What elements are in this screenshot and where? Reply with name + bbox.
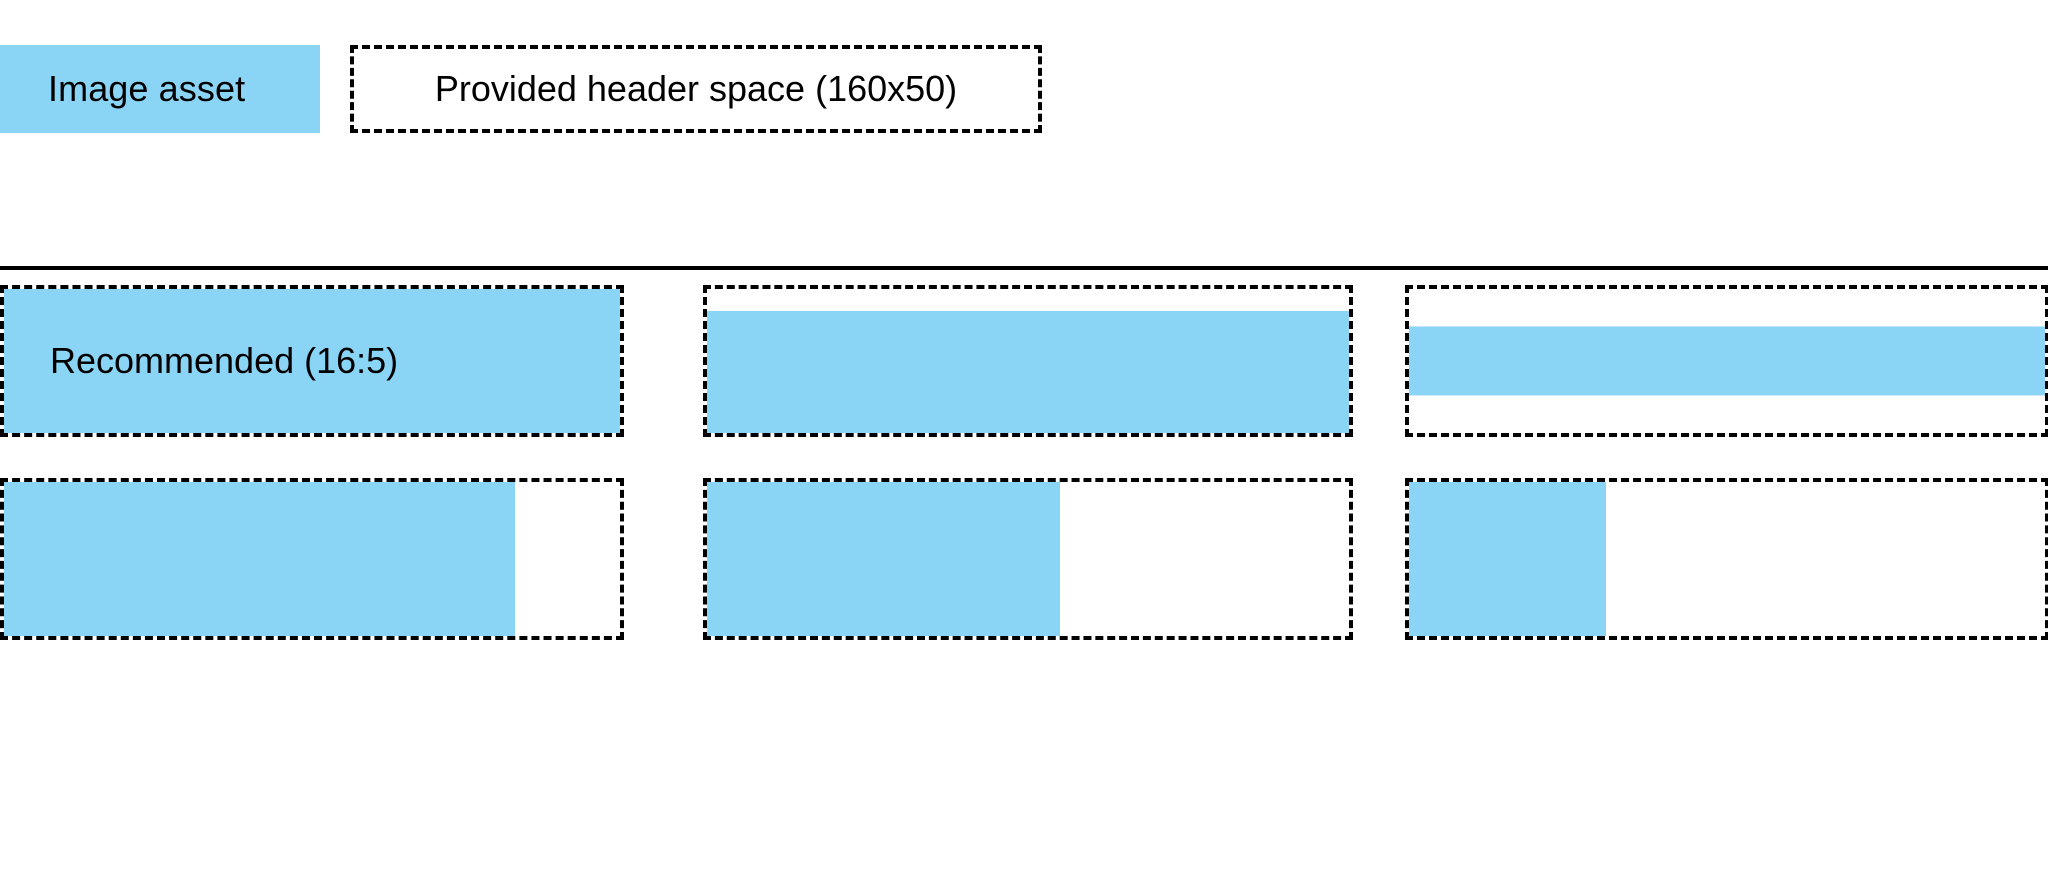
cell-short-band-fill xyxy=(1405,285,2048,437)
image-asset-fill xyxy=(4,482,516,636)
cell-recommended-16-5: Recommended (16:5) xyxy=(0,285,624,437)
image-asset-fill xyxy=(1409,482,1607,636)
column-gap-2 xyxy=(1353,285,1405,437)
recommended-ratio-label: Recommended (16:5) xyxy=(50,340,399,381)
image-asset-fill xyxy=(4,289,620,433)
legend-provided-header-space-frame: Provided header space (160x50) xyxy=(350,45,1042,133)
aspect-ratio-row-2 xyxy=(0,478,2048,640)
image-asset-fill xyxy=(707,482,1061,636)
legend-row: Image asset Provided header space (160x5… xyxy=(0,45,1042,133)
image-asset-fill xyxy=(707,310,1349,433)
section-divider xyxy=(0,266,2048,270)
legend-image-asset-swatch: Image asset xyxy=(0,45,320,133)
column-gap-1 xyxy=(624,285,703,437)
column-gap-2 xyxy=(1353,478,1405,640)
image-asset-fill xyxy=(1409,326,2045,396)
cell-wide-inset-fill xyxy=(703,285,1353,437)
legend-image-asset-label: Image asset xyxy=(48,68,246,109)
cell-partial-width-55 xyxy=(703,478,1353,640)
aspect-ratio-row-1: Recommended (16:5) xyxy=(0,285,2048,437)
legend-provided-header-space-label: Provided header space (160x50) xyxy=(434,68,958,109)
column-gap-1 xyxy=(624,478,703,640)
cell-partial-width-31 xyxy=(1405,478,2048,640)
cell-partial-width-83 xyxy=(0,478,624,640)
